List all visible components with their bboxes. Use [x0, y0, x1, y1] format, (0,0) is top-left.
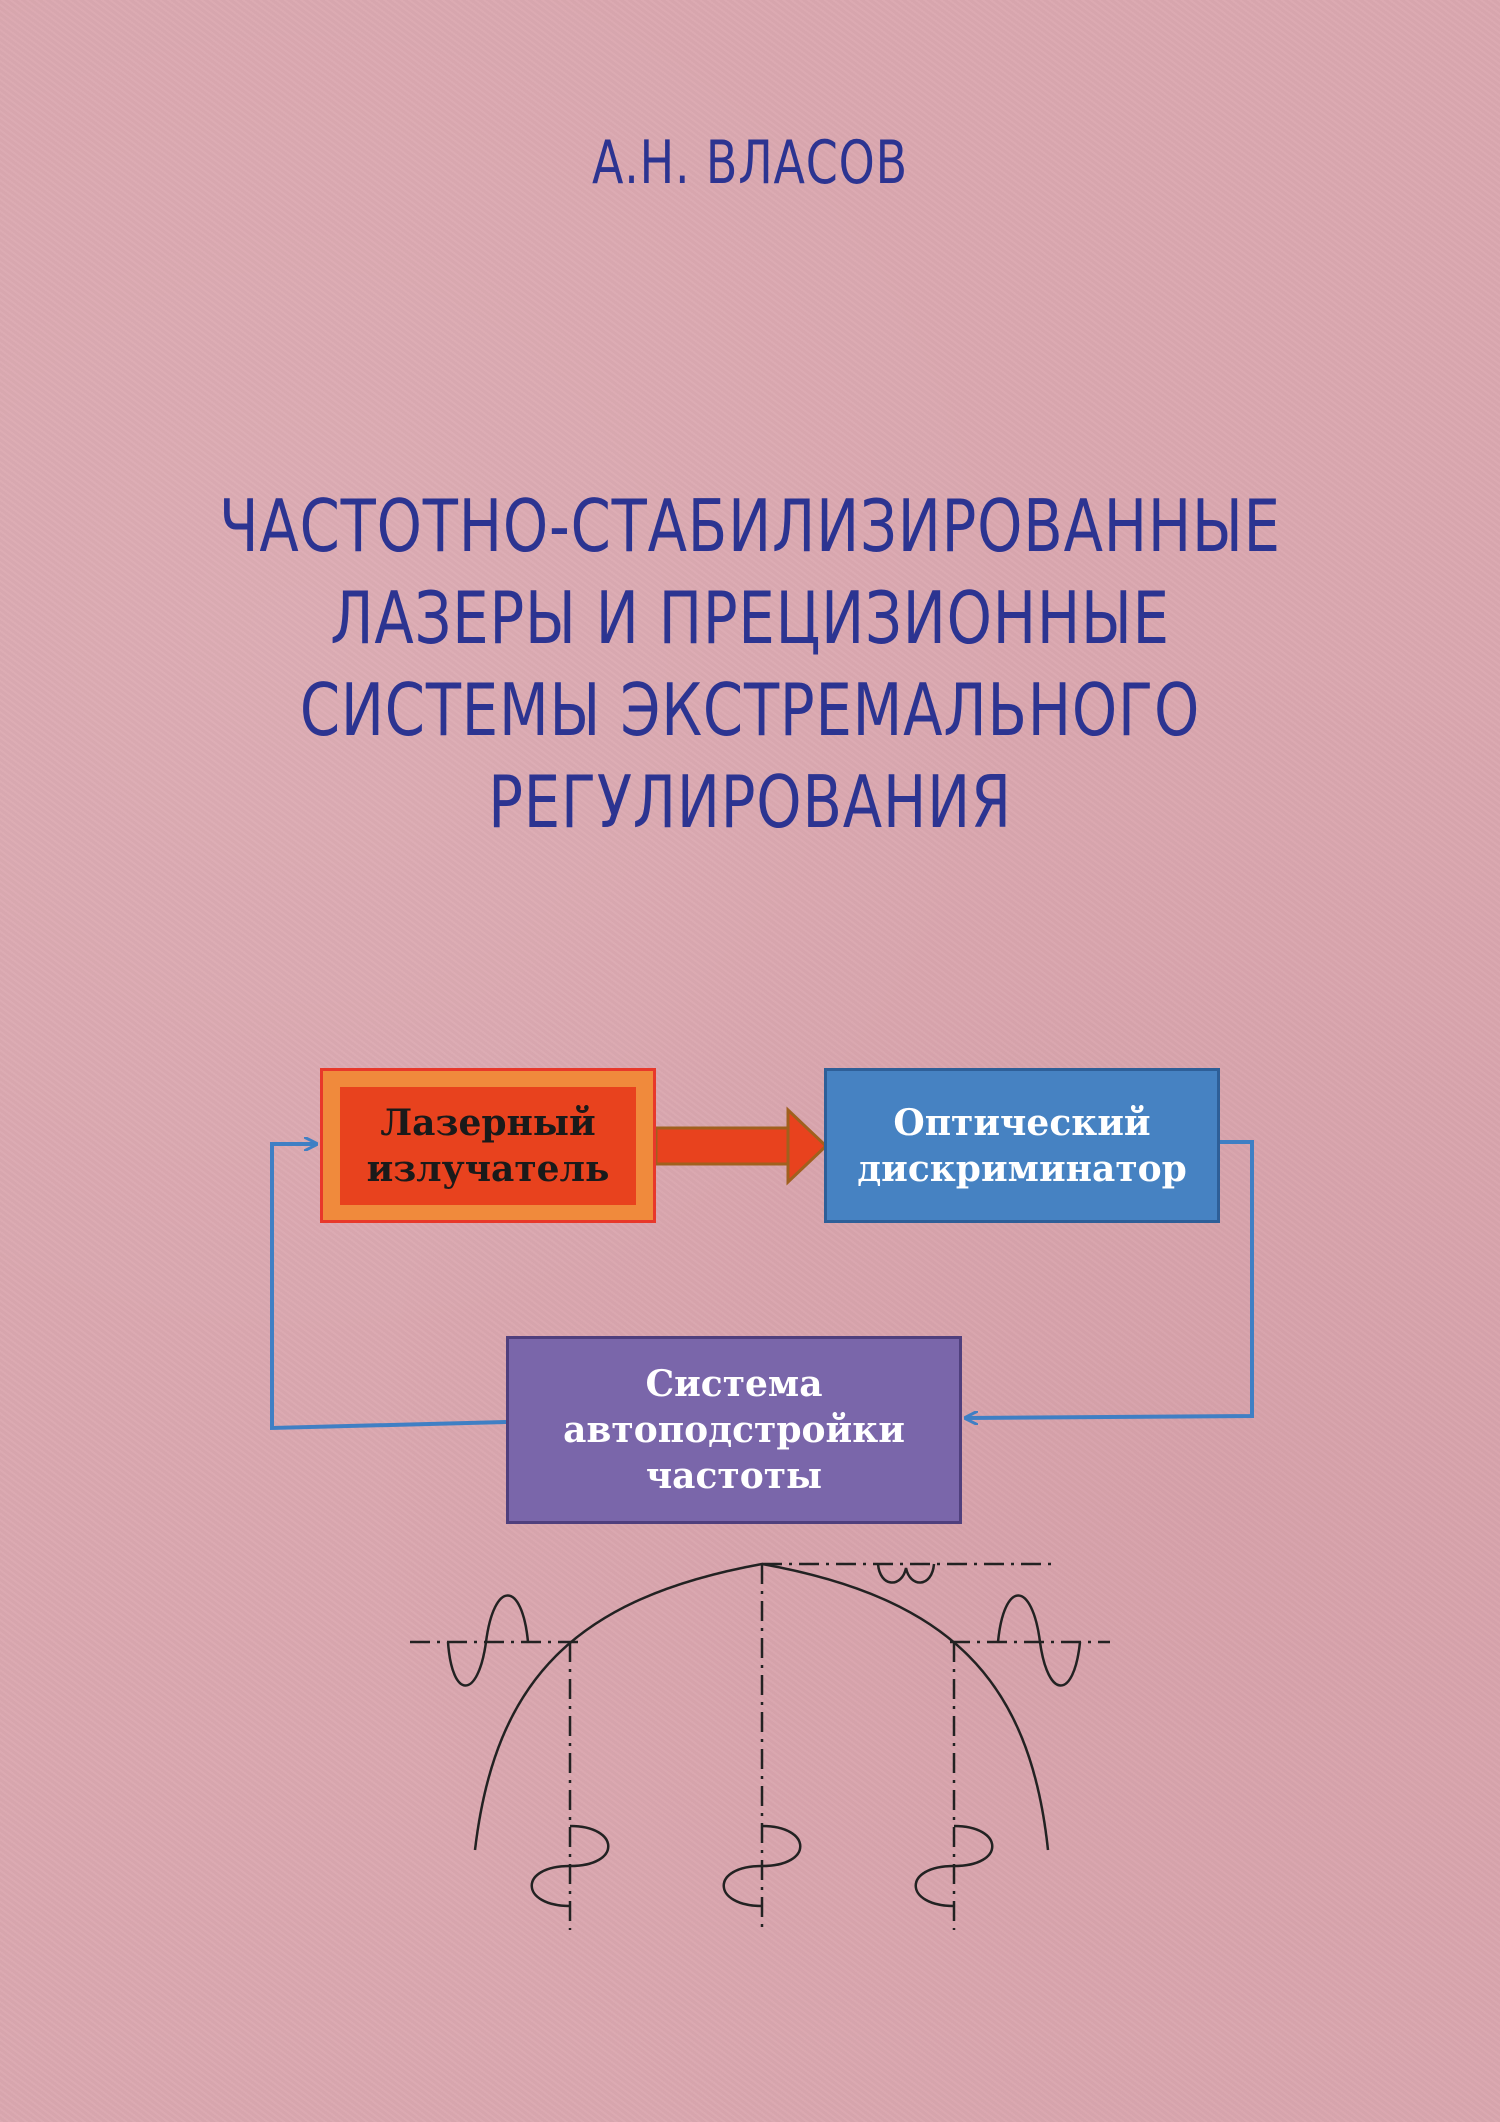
- system-box-line-2: автоподстройки: [563, 1409, 905, 1451]
- system-box-line-3: частоты: [645, 1455, 823, 1497]
- laser-emitter-block-inner: Лазерный излучатель: [340, 1086, 636, 1205]
- title-line-2: ЛАЗЕРЫ И ПРЕЦИЗИОННЫЕ: [330, 576, 1170, 660]
- optical-discriminator-block: Оптический дискриминатор: [824, 1068, 1220, 1223]
- laser-emitter-block: Лазерный излучатель: [320, 1068, 656, 1223]
- frequency-control-system-block: Система автоподстройки частоты: [506, 1336, 962, 1524]
- resonance-curve-illustration: [410, 1562, 1110, 1930]
- system-to-laser-line: [270, 1144, 507, 1431]
- title-line-1: ЧАСТОТНО-СТАБИЛИЗИРОВАННЫЕ: [219, 484, 1281, 568]
- author-name: А.Н. ВЛАСОВ: [592, 128, 908, 198]
- system-box-line-1: Система: [645, 1363, 823, 1405]
- optic-box-line-1: Оптический: [893, 1101, 1151, 1144]
- discriminator-to-system-line: [966, 1140, 1254, 1418]
- title-line-4: РЕГУЛИРОВАНИЯ: [488, 760, 1012, 844]
- optic-box-line-2: дискриминатор: [857, 1147, 1187, 1190]
- title-line-3: СИСТЕМЫ ЭКСТРЕМАЛЬНОГО: [299, 668, 1201, 752]
- laser-box-line-1: Лазерный: [380, 1101, 596, 1144]
- laser-box-line-2: излучатель: [366, 1147, 610, 1190]
- book-title: ЧАСТОТНО-СТАБИЛИЗИРОВАННЫЕ ЛАЗЕРЫ И ПРЕЦ…: [0, 480, 1500, 848]
- laser-to-discriminator-arrow: [654, 1106, 829, 1186]
